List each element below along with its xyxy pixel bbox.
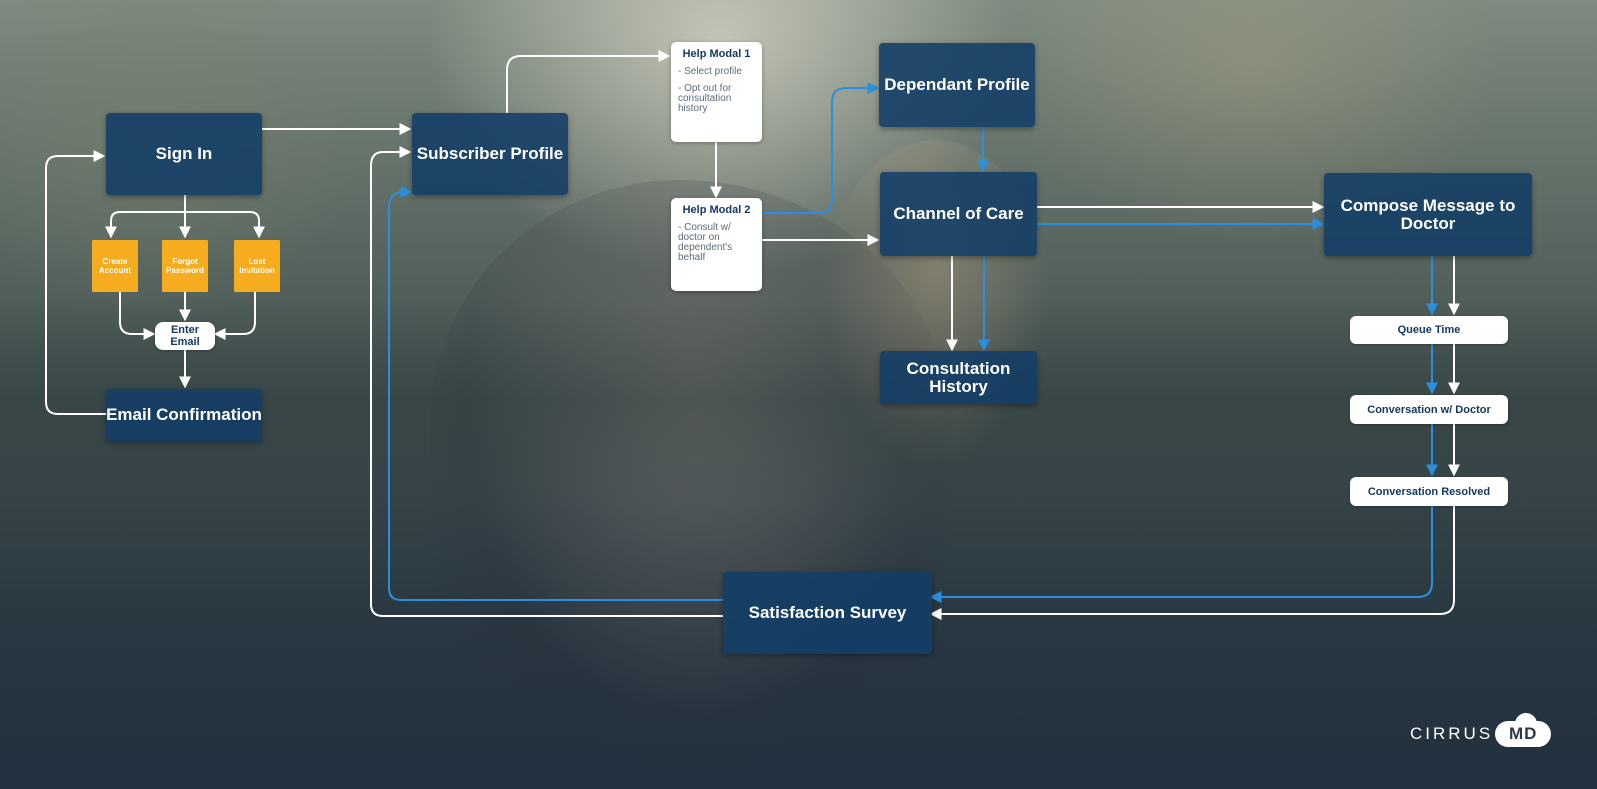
connector-subscriber-modal1 (506, 50, 671, 113)
connector-lost-email (213, 292, 256, 340)
connector-create-email (119, 292, 156, 340)
connector-modal2-dependant (762, 82, 880, 214)
node-create-account: Create Account (92, 240, 138, 292)
connector-confirmation-signin (45, 150, 107, 415)
connector-survey-subscriber-blue (388, 186, 723, 601)
node-conversation-with-doctor: Conversation w/ Doctor (1350, 395, 1508, 424)
node-channel-of-care: Channel of Care (880, 172, 1037, 256)
help-modal-1-item: - Opt out for consultation history (678, 83, 732, 114)
connector-branch-lost (185, 211, 265, 239)
background-hill (0, 300, 1597, 500)
node-forgot-password: Forgot Password (162, 240, 208, 292)
help-modal-2-item: - Consult w/ doctor on dependent's behal… (678, 222, 733, 263)
node-compose-message: Compose Message to Doctor (1324, 173, 1532, 256)
logo-word: CIRRUS (1410, 724, 1494, 743)
help-modal-1-item: - Select profile (678, 66, 742, 77)
node-email-confirmation: Email Confirmation (106, 389, 262, 441)
node-consultation-history: Consultation History (880, 351, 1037, 404)
node-conversation-resolved: Conversation Resolved (1350, 477, 1508, 506)
connector-resolved-survey-blue (929, 506, 1433, 603)
connector-branch-create (105, 211, 185, 239)
help-modal-1: Help Modal 1 - Select profile - Opt out … (671, 42, 762, 142)
node-dependant-profile: Dependant Profile (879, 43, 1035, 127)
connector-survey-subscriber-white (370, 146, 723, 617)
node-lost-invitation: Lost Invitation (234, 240, 280, 292)
help-modal-1-title: Help Modal 1 (682, 48, 751, 60)
node-satisfaction-survey: Satisfaction Survey (723, 572, 932, 654)
logo-cloud-badge: MD (1495, 713, 1552, 747)
cirrusmd-logo: CIRRUS MD (1410, 713, 1552, 749)
node-enter-email: Enter Email (155, 322, 215, 350)
help-modal-2-title: Help Modal 2 (682, 204, 751, 216)
help-modal-2: Help Modal 2 - Consult w/ doctor on depe… (671, 198, 762, 291)
node-sign-in: Sign In (106, 113, 262, 195)
node-subscriber-profile: Subscriber Profile (412, 113, 568, 195)
logo-badge-text: MD (1508, 724, 1538, 743)
node-queue-time: Queue Time (1350, 316, 1508, 344)
connector-resolved-survey-white (929, 506, 1455, 620)
